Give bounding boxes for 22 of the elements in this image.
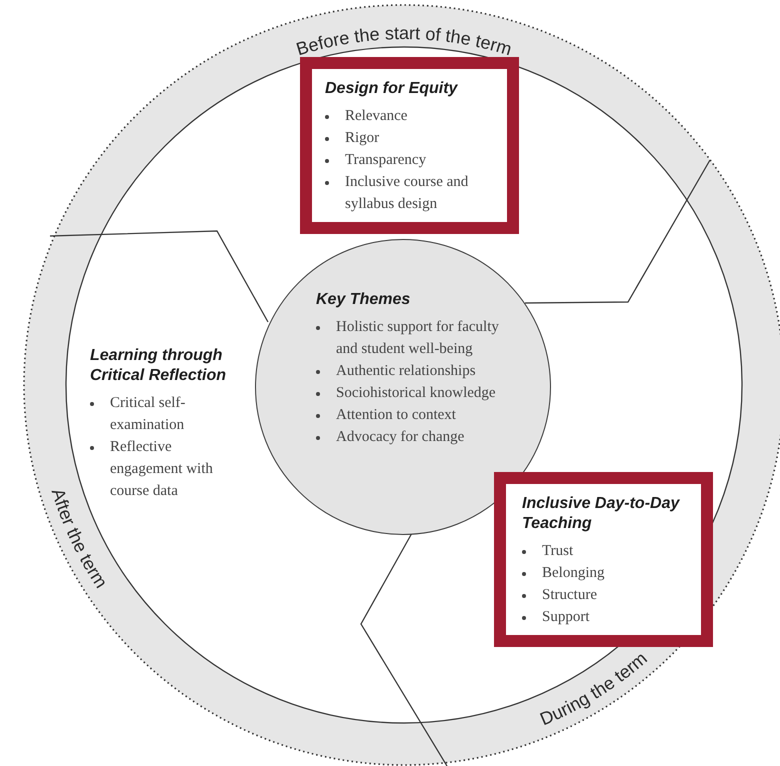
bullet-item: Authentic relationships xyxy=(336,362,476,381)
bullet-item: Relevance xyxy=(345,107,408,126)
section-heading: Design for Equity xyxy=(325,79,459,99)
bullet-item: Transparency xyxy=(345,151,426,170)
theme-card xyxy=(300,57,519,234)
bullet-item: Reflective engagement with course data xyxy=(110,438,214,501)
bullet-item: Sociohistorical knowledge xyxy=(336,384,496,403)
bullet-item: Attention to context xyxy=(336,406,456,425)
section-heading: Key Themes xyxy=(316,290,412,310)
bullet-item: Structure xyxy=(542,586,597,605)
bullet-item: Critical self-examination xyxy=(110,394,186,435)
bullet-item: Advocacy for change xyxy=(336,428,464,447)
bullet-item: Rigor xyxy=(345,129,380,148)
bullet-item: Support xyxy=(542,608,590,627)
theme-card xyxy=(494,472,713,647)
section-heading: Inclusive Day-to-Day Teaching xyxy=(522,494,681,534)
bullet-item: Belonging xyxy=(542,564,604,583)
section-heading: Learning through Critical Reflection xyxy=(90,346,228,386)
phase-label: Before the start of the term xyxy=(294,23,514,60)
bullet-item: Holistic support for faculty and student well-being xyxy=(336,318,500,359)
bullet-item: Trust xyxy=(542,542,574,561)
bullet-item: Inclusive course and syllabus design xyxy=(345,173,470,214)
